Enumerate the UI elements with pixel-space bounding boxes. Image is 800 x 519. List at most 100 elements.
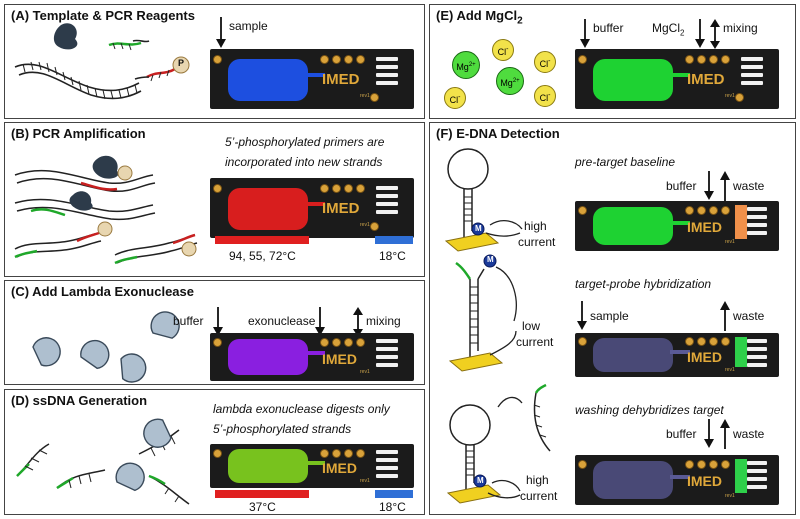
hybridized-probe (448, 254, 517, 372)
panel-b: (B) PCR Amplification 5’-phosphorylated … (4, 122, 425, 277)
gold-electrode-3 (446, 484, 502, 504)
chip-version-c: rev1 (360, 369, 370, 375)
buffer-label-e: buffer (593, 21, 624, 35)
exonuclease-icon-d1 (115, 462, 145, 492)
panel-d: (D) ssDNA Generation lambda exonuclease … (4, 389, 425, 515)
temp-bar-cold-b (375, 236, 413, 244)
channel-fill-green-e (593, 59, 673, 101)
waste-label-f3: waste (733, 427, 765, 441)
mixing-label-c: mixing (366, 314, 401, 328)
buffer-arrow-f3 (704, 419, 714, 448)
imed-chip-b: IMED rev1 (210, 178, 414, 238)
sample-label-f2: sample (590, 309, 629, 323)
green-primer-icon (108, 39, 150, 51)
channel-fill-olive (228, 449, 308, 483)
buffer-label-c: buffer (173, 314, 204, 328)
panel-c: (C) Add Lambda Exonuclease buffer exonuc… (4, 280, 425, 385)
high-current-1a: high (524, 219, 547, 233)
channel-fill-purple (228, 339, 308, 375)
high-current-1b: current (518, 235, 556, 249)
buffer-arrow-f1 (704, 171, 714, 200)
chip-version-a: rev1 (360, 93, 370, 99)
panel-c-title: (C) Add Lambda Exonuclease (11, 284, 194, 299)
high-current-3b: current (520, 489, 558, 503)
ion-cl-2: Cl- (534, 51, 556, 73)
step2-label: target-probe hybridization (575, 277, 712, 291)
hairpin-probe-1 (444, 148, 523, 252)
chip-version-d: rev1 (360, 478, 370, 484)
step1-label: pre-target baseline (575, 155, 676, 169)
panel-f-title: (F) E-DNA Detection (436, 126, 560, 141)
phosphate-icon (172, 56, 190, 74)
sample-label: sample (229, 19, 268, 33)
chip-version-f2: rev1 (725, 367, 735, 373)
ion-cl-1: Cl- (492, 39, 514, 61)
channel-fill-red (228, 188, 308, 230)
ion-cl-3: Cl- (444, 87, 466, 109)
gold-electrode-1 (444, 232, 500, 252)
chip-brand-c: IMED (322, 351, 357, 367)
waste-arrow-f3 (720, 419, 730, 449)
low-current-b: current (516, 335, 554, 349)
chip-brand-a: IMED (322, 71, 360, 88)
panel-d-caption-2: 5’-phosphorylated strands (213, 422, 352, 436)
panel-d-caption-1: lambda exonuclease digests only (213, 402, 390, 416)
imed-chip-a: IMED rev1 (210, 49, 414, 109)
step3-label: washing dehybridizes target (575, 403, 724, 417)
methylene-blue-icon-3 (473, 474, 487, 488)
exonuclease-icons (32, 311, 180, 383)
panel-f: (F) E-DNA Detection M high current pre-t… (429, 122, 796, 515)
template-dna-icon (14, 63, 142, 100)
imed-chip-f3: IMED rev1 (575, 455, 779, 505)
buffer-arrow-c (213, 307, 223, 336)
temp-bar-hot-d (215, 490, 309, 498)
hairpin-probe-3 (446, 383, 551, 504)
waste-label-f1: waste (733, 179, 765, 193)
panel-e-title-sub: 2 (517, 15, 523, 27)
imed-chip-f2: IMED rev1 (575, 333, 779, 377)
chip-brand-f2: IMED (687, 349, 722, 365)
low-current-a: low (522, 319, 541, 333)
chip-version-b: rev1 (360, 222, 370, 228)
chip-brand-f1: IMED (687, 219, 722, 235)
mgcl-label: MgCl2 (652, 21, 685, 38)
mixing-arrow-e (710, 19, 720, 49)
temp-bar-cold-d (375, 490, 413, 498)
buffer-label-f1: buffer (666, 179, 697, 193)
temp-label-cold-b: 18°C (379, 249, 406, 263)
panel-a-title: (A) Template & PCR Reagents (11, 8, 195, 23)
imed-chip-d: IMED rev1 (210, 444, 414, 488)
temp-label-cold-d: 18°C (379, 500, 406, 514)
mixing-label-e: mixing (723, 21, 758, 35)
panel-d-ssdna-illustration (16, 418, 190, 505)
methylene-blue-icon-1 (471, 222, 485, 236)
buffer-arrow-e (580, 19, 590, 48)
panel-e-title-main: (E) Add MgCl (436, 8, 518, 23)
mb-label-1: M (475, 224, 482, 233)
polymerase-icon (53, 23, 78, 50)
mgcl-arrow (695, 19, 705, 48)
exonuclease-label: exonuclease (248, 314, 316, 328)
released-target-strand (533, 392, 551, 452)
channel-fill-violet-f3 (593, 461, 673, 499)
panel-e: (E) Add MgCl2 Cl- Cl- Cl- Cl- Mg2+ Mg2+ … (429, 4, 796, 119)
mb-label-2: M (487, 255, 494, 264)
chip-version-f1: rev1 (725, 239, 735, 245)
exonuclease-icon-d2 (143, 418, 172, 448)
waste-arrow-f1 (720, 171, 730, 201)
panel-d-title: (D) ssDNA Generation (11, 393, 148, 408)
temp-label-hot-d: 37°C (249, 500, 276, 514)
ion-mg-2: Mg2+ (496, 67, 524, 95)
buffer-label-f3: buffer (666, 427, 697, 441)
sample-arrow-f2 (577, 301, 587, 330)
mb-label-3: M (477, 476, 484, 485)
sample-arrow (216, 17, 226, 48)
imed-chip-c: IMED rev1 (210, 333, 414, 381)
panel-b-caption-1: 5’-phosphorylated primers are (225, 135, 385, 149)
ion-mg-1: Mg2+ (452, 51, 480, 79)
polymerase-icon-2 (69, 191, 93, 211)
channel-fill-violet (593, 338, 673, 372)
high-current-3a: high (526, 473, 549, 487)
phosphate-label: P (178, 58, 185, 68)
panel-a-reagents-illustration (14, 23, 190, 100)
